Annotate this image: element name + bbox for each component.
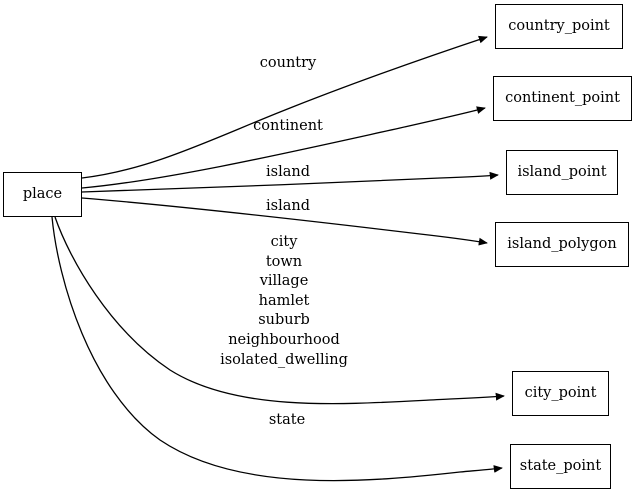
node-island_point[interactable]: island_point (506, 150, 618, 195)
node-island_polygon[interactable]: island_polygon (495, 222, 629, 267)
edge-label-island-point: island (266, 164, 310, 180)
node-city_point-label: city_point (524, 385, 597, 402)
node-island_point-label: island_point (517, 164, 607, 181)
node-country_point[interactable]: country_point (495, 4, 623, 49)
edge-place-country_point (81, 35, 488, 179)
edge-label-island-polygon: island (266, 198, 310, 214)
node-island_polygon-label: island_polygon (507, 236, 617, 253)
node-state_point-label: state_point (519, 458, 602, 475)
node-continent_point-label: continent_point (505, 90, 620, 107)
edge-place-continent_point (81, 106, 486, 189)
edge-label-city-types: city town village hamlet suburb neighbou… (220, 234, 348, 368)
edge-label-country: country (259, 55, 317, 71)
edge-place-island_point (81, 171, 499, 193)
node-place-label: place (22, 186, 63, 203)
edge-place-city_point (54, 216, 505, 405)
node-continent_point[interactable]: continent_point (493, 76, 632, 121)
node-state_point[interactable]: state_point (510, 444, 611, 489)
edge-place-state_point (51, 216, 503, 482)
node-city_point[interactable]: city_point (512, 371, 609, 416)
edge-place-island_polygon (81, 197, 488, 246)
edge-label-continent: continent (253, 118, 323, 134)
edge-label-state: state (268, 412, 306, 428)
node-place[interactable]: place (3, 172, 82, 217)
node-country_point-label: country_point (508, 18, 610, 35)
